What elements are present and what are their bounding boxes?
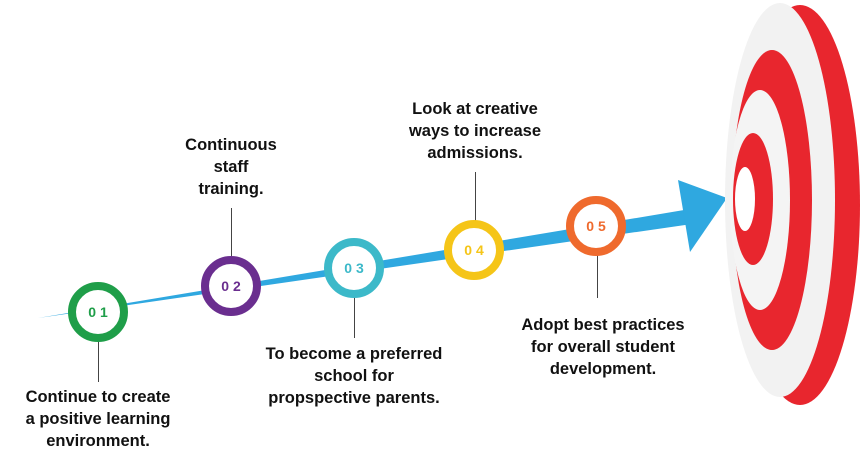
step-03-number: 03 (344, 260, 368, 276)
step-02-number: 02 (221, 278, 245, 294)
connector-line-2 (231, 208, 232, 260)
step-05-label: Adopt best practices for overall student… (521, 316, 685, 378)
step-04-circle: 04 (444, 220, 504, 280)
step-03-label: To become a preferred school for propspe… (265, 345, 443, 407)
step-05-number: 05 (586, 218, 610, 234)
step-01-circle: 01 (68, 282, 128, 342)
step-01-number: 01 (88, 304, 112, 320)
step-04-label: Look at creative ways to increase admiss… (408, 100, 542, 162)
connector-line-3 (354, 290, 355, 338)
step-05-circle: 05 (566, 196, 626, 256)
bullseye-target-icon (725, 3, 860, 405)
step-02-circle: 02 (201, 256, 261, 316)
connector-line-4 (475, 172, 476, 222)
step-01-label: Continue to create a positive learning e… (25, 388, 171, 450)
step-03-circle: 03 (324, 238, 384, 298)
connector-line-5 (597, 250, 598, 298)
arrow-head (678, 180, 727, 252)
step-04-number: 04 (464, 242, 488, 258)
step-02-label: Continuous staff training. (185, 136, 277, 198)
connector-line-1 (98, 330, 99, 382)
